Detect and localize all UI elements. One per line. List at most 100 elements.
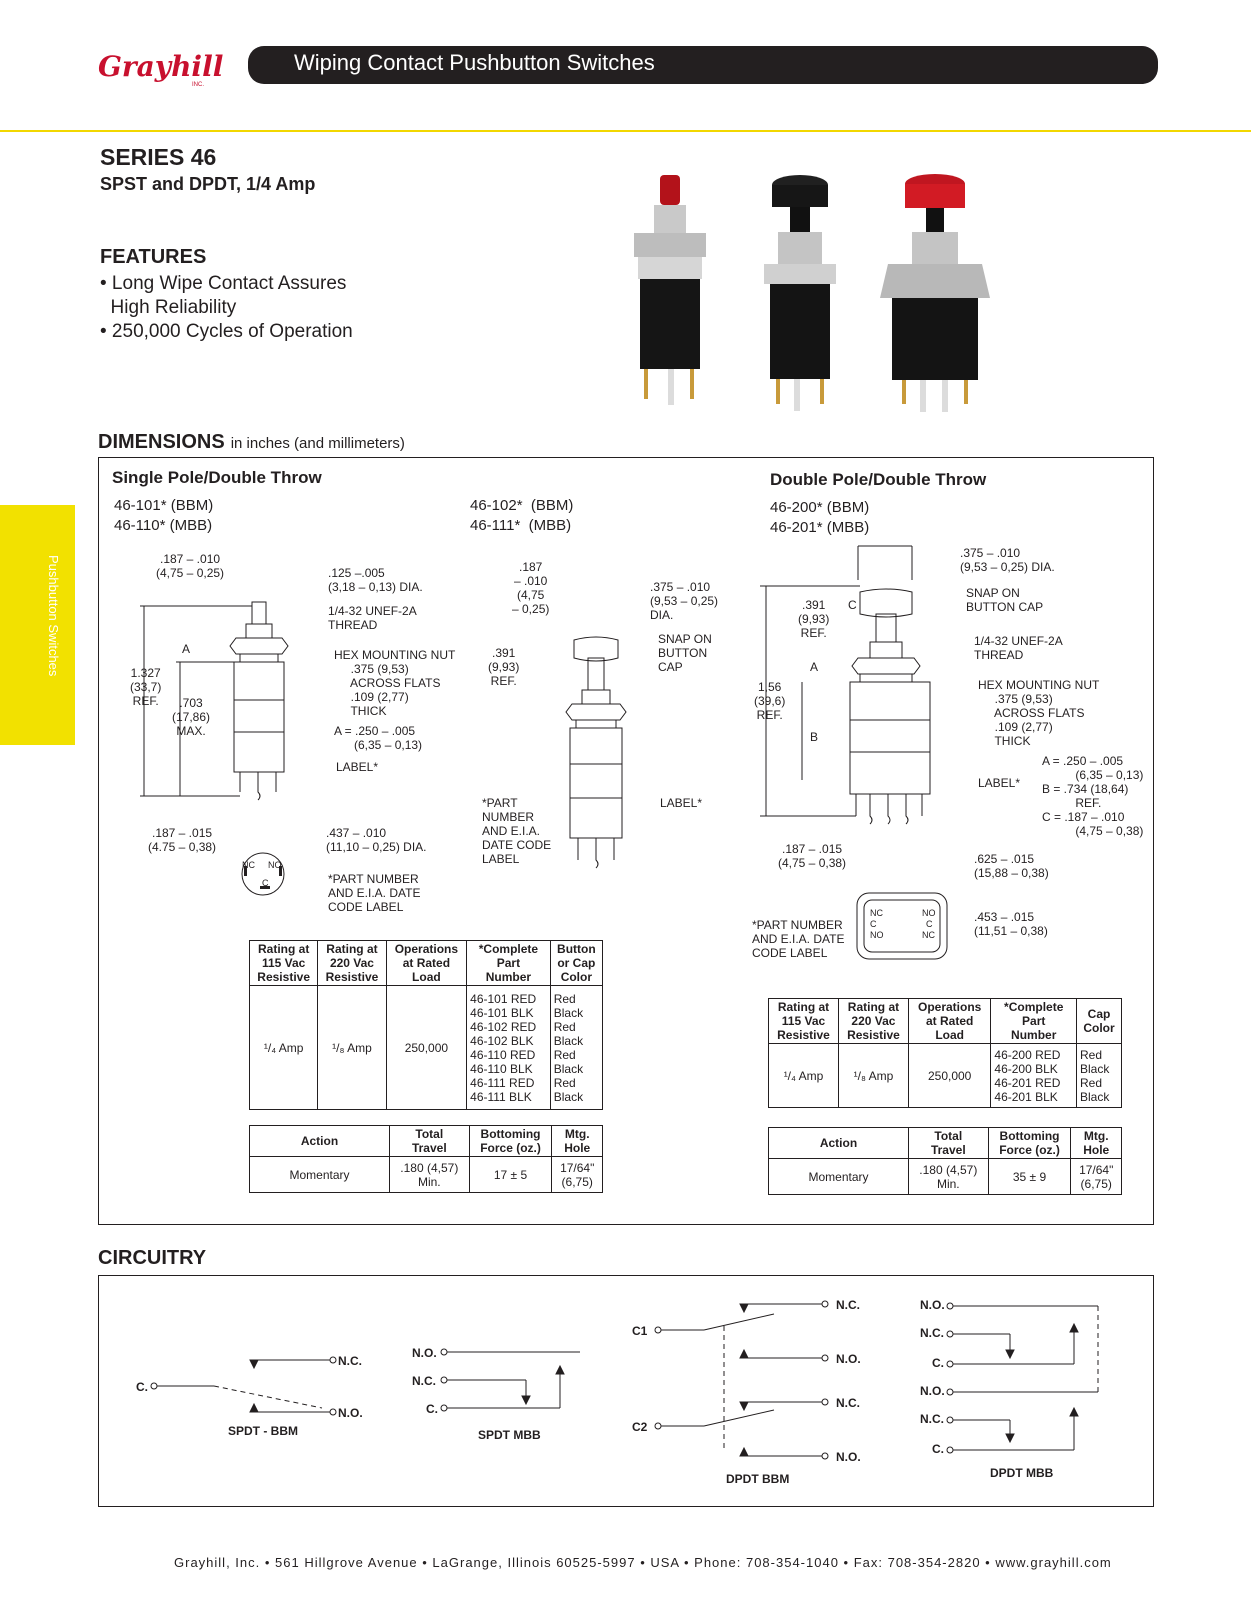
pin-label: C (926, 919, 933, 929)
dim-callout: .453 – .015 (11,51 – 0,38) (974, 910, 1048, 938)
table-header: *Complete Part Number (990, 998, 1078, 1044)
circuit-label: N.C. (836, 1396, 860, 1410)
spdt-action-table: Action Total Travel Bottoming Force (oz.… (249, 1125, 603, 1193)
spdt-pin-view (241, 852, 285, 896)
table-cell: ¹/₄ Amp (248, 985, 319, 1110)
side-tab-label: Pushbutton Switches (46, 555, 61, 677)
circuit-label: C1 (632, 1324, 648, 1338)
circuit-label: N.O. (920, 1298, 945, 1312)
dim-callout: 1.327 (33,7) REF. (130, 666, 162, 708)
circuit-spdt-bbm (150, 1356, 337, 1416)
dim-callout: .125 –.005 (3,18 – 0,13) DIA. (328, 566, 423, 594)
circuit-label: N.O. (836, 1450, 861, 1464)
pin-label: NO (268, 860, 282, 870)
feature-item: • 250,000 Cycles of Operation (100, 321, 353, 342)
dim-callout: A = .250 – .005 (6,35 – 0,13) B = .734 (… (1042, 754, 1144, 838)
circuit-label: N.O. (920, 1384, 945, 1398)
pin-label: NC (242, 860, 255, 870)
part-number: 46-101* (BBM) (114, 497, 214, 514)
circuit-caption: DPDT BBM (726, 1472, 790, 1486)
dim-callout: 1/4-32 UNEF-2A THREAD (328, 604, 417, 632)
series-subtitle: SPST and DPDT, 1/4 Amp (100, 174, 316, 194)
dim-callout: *PART NUMBER AND E.I.A. DATE CODE LABEL (752, 918, 845, 960)
table-header: Action (249, 1125, 390, 1157)
grayhill-logo: Grayhill INC. (98, 50, 223, 88)
table-header: Bottoming Force (oz.) (468, 1125, 553, 1157)
table-header: Total Travel (908, 1127, 989, 1159)
dim-callout: .375 – .010 (9,53 – 0,25) DIA. (650, 580, 719, 622)
header-rule (0, 130, 1251, 132)
dim-callout: .187 – .010 (4,75 – 0,25) (156, 552, 225, 580)
table-header: Cap Color (1076, 998, 1122, 1044)
part-number: 46-110* (MBB) (114, 517, 213, 534)
table-header: Total Travel (389, 1125, 470, 1157)
dim-callout: SNAP ON BUTTON CAP (966, 586, 1044, 614)
dim-callout: A (182, 642, 191, 656)
table-cell: 17 ± 5 (468, 1156, 553, 1193)
dim-callout: *PART NUMBER AND E.I.A. DATE CODE LABEL (482, 796, 552, 866)
circuit-label: C2 (632, 1420, 648, 1434)
table-cell: 250,000 (385, 985, 468, 1110)
pin-label: NC (870, 908, 883, 918)
switch-photo-small-red (634, 175, 706, 405)
side-tab: Pushbutton Switches (0, 505, 75, 745)
circuit-caption: SPDT - BBM (228, 1424, 298, 1438)
dpdt-action-table: Action Total Travel Bottoming Force (oz.… (768, 1127, 1122, 1195)
table-header: Operations at Rated Load (385, 940, 468, 986)
table-cell: ¹/₄ Amp (768, 1043, 839, 1108)
circuit-dpdt-bbm (654, 1300, 829, 1460)
dpdt-section-title: Double Pole/Double Throw (770, 470, 987, 489)
spdt-drawing-b (565, 636, 627, 869)
page-header-title: Wiping Contact Pushbutton Switches (294, 50, 655, 75)
logo-wordmark: Grayhill (98, 50, 223, 83)
table-header: Action (768, 1127, 909, 1159)
circuit-label: C. (932, 1356, 944, 1370)
dim-callout: LABEL* (978, 776, 1021, 790)
part-number: 46-201* (MBB) (770, 519, 870, 536)
circuit-label: N.O. (836, 1352, 861, 1366)
circuitry-panel (98, 1275, 1154, 1507)
circuit-label: C. (426, 1402, 438, 1416)
table-header: Mtg. Hole (551, 1125, 603, 1157)
table-header: Operations at Rated Load (907, 998, 992, 1044)
table-cell: 17/64" (6,75) (1070, 1158, 1122, 1195)
table-cell: ¹/₈ Amp (837, 1043, 909, 1108)
table-cell: Momentary (249, 1156, 390, 1193)
circuit-label: C. (136, 1380, 148, 1394)
switch-photo-red-cap (880, 174, 990, 412)
circuit-label: C. (932, 1442, 944, 1456)
dpdt-pin-view (856, 892, 948, 960)
pin-label: C (262, 878, 269, 888)
circuit-label: N.C. (836, 1298, 860, 1312)
footer-contact: Grayhill, Inc. • 561 Hillgrove Avenue • … (174, 1555, 1112, 1570)
table-cell: 17/64" (6,75) (551, 1156, 603, 1193)
spdt-spec-table: Rating at 115 Vac Resistive Rating at 22… (248, 940, 604, 1110)
pin-label: C (870, 919, 877, 929)
dim-callout: C (848, 598, 857, 612)
table-header: Rating at 220 Vac Resistive (837, 998, 909, 1044)
product-photo (634, 174, 990, 412)
dim-callout: *PART NUMBER AND E.I.A. DATE CODE LABEL (328, 872, 421, 914)
dim-callout: .375 – .010 (9,53 – 0,25) DIA. (960, 546, 1055, 574)
table-cell: 250,000 (907, 1043, 992, 1108)
table-cell: 35 ± 9 (987, 1158, 1072, 1195)
spdt-drawing-a (140, 601, 289, 801)
feature-item: • Long Wipe Contact Assures High Reliabi… (100, 273, 347, 318)
dimensions-unit-note: in inches (and millimeters) (230, 435, 405, 452)
header-title-bar: Wiping Contact Pushbutton Switches (248, 46, 1158, 84)
dim-callout: .703 (17,86) MAX. (172, 696, 211, 738)
table-header: *Complete Part Number (466, 940, 551, 986)
circuit-label: N.C. (338, 1354, 362, 1368)
dim-callout: LABEL* (660, 796, 703, 810)
dim-callout: .187 – .010 (4,75 – 0,25) (512, 560, 550, 616)
dim-callout: .187 – .015 (4.75 – 0,38) (148, 826, 217, 854)
part-number: 46-200* (BBM) (770, 499, 870, 516)
dim-callout: B (810, 730, 819, 744)
part-number: 46-102* (BBM) (470, 497, 574, 514)
dim-callout: SNAP ON BUTTON CAP (658, 632, 712, 674)
circuit-spdt-mbb (440, 1348, 580, 1412)
